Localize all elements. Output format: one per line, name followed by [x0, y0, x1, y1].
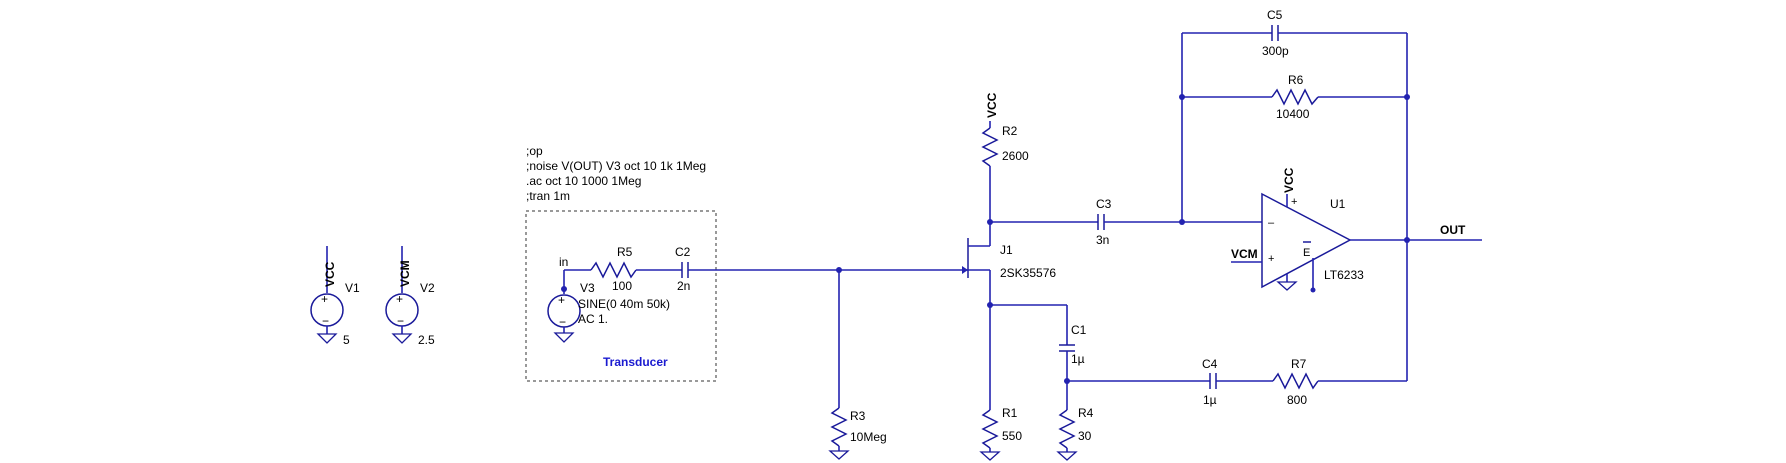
r6-name: R6	[1288, 73, 1304, 87]
svg-text:−: −	[397, 314, 404, 328]
v2-name: V2	[420, 281, 435, 295]
resistor-r1[interactable]: R1 550	[979, 406, 1022, 461]
capacitor-c2[interactable]: C2 2n	[675, 245, 691, 293]
resistor-r6[interactable]: R6 10400	[1271, 73, 1319, 121]
svg-text:−: −	[322, 314, 329, 328]
v3-value: SINE(0 40m 50k)	[578, 297, 670, 311]
directive-line-4: ;tran 1m	[526, 189, 570, 203]
directive-line-1: ;op	[526, 144, 543, 158]
r7-name: R7	[1291, 357, 1307, 371]
svg-text:−: −	[559, 315, 566, 329]
net-label-out: OUT	[1440, 223, 1466, 237]
c3-name: C3	[1096, 197, 1112, 211]
v3-name: V3	[580, 281, 595, 295]
svg-text:+: +	[321, 292, 328, 306]
u1-pin-plus: +	[1268, 253, 1274, 265]
j1-value: 2SK35576	[1000, 266, 1056, 280]
transducer-label: Transducer	[603, 355, 668, 369]
resistor-r2[interactable]: R2 2600	[981, 124, 1029, 167]
c5-name: C5	[1267, 8, 1283, 22]
c3-value: 3n	[1096, 233, 1109, 247]
voltage-source-v1[interactable]: + − VCC V1 5	[310, 246, 360, 347]
svg-text:+: +	[396, 292, 403, 306]
c1-value: 1µ	[1071, 352, 1085, 366]
r3-name: R3	[850, 409, 866, 423]
v1-value: 5	[343, 333, 350, 347]
v1-name: V1	[345, 281, 360, 295]
resistor-r5[interactable]: R5 100	[590, 245, 637, 293]
capacitor-c5[interactable]: C5 300p	[1262, 8, 1289, 58]
vcc-label-u1: VCC	[1282, 167, 1296, 193]
vcc-label-r2: VCC	[985, 92, 999, 118]
r7-value: 800	[1287, 393, 1307, 407]
r1-name: R1	[1002, 406, 1018, 420]
opamp-u1[interactable]: – + + E U1 LT6233	[1261, 192, 1364, 293]
r5-name: R5	[617, 245, 633, 259]
u1-pin-vplus: +	[1291, 196, 1297, 208]
directive-line-2: ;noise V(OUT) V3 oct 10 1k 1Meg	[526, 159, 706, 173]
v2-net-label: VCM	[398, 260, 412, 287]
c4-value: 1µ	[1203, 393, 1217, 407]
c2-value: 2n	[677, 279, 690, 293]
v1-net-label: VCC	[323, 261, 337, 287]
jfet-j1[interactable]: J1 2SK35576	[962, 222, 1056, 305]
r5-value: 100	[612, 279, 632, 293]
v3-ac-value: AC 1.	[578, 312, 608, 326]
spice-directives[interactable]: ;op ;noise V(OUT) V3 oct 10 1k 1Meg .ac …	[526, 144, 706, 203]
r3-value: 10Meg	[850, 430, 887, 444]
net-label-in: in	[559, 255, 568, 269]
resistor-r3[interactable]: R3 10Meg	[828, 407, 887, 460]
voltage-source-v3[interactable]: + − V3 SINE(0 40m 50k) AC 1.	[547, 270, 670, 343]
resistor-r4[interactable]: R4 30	[1056, 406, 1094, 461]
r4-name: R4	[1078, 406, 1094, 420]
r4-value: 30	[1078, 429, 1092, 443]
capacitor-c3[interactable]: C3 3n	[1096, 197, 1112, 247]
j1-name: J1	[1000, 243, 1013, 257]
c2-name: C2	[675, 245, 691, 259]
r6-value: 10400	[1276, 107, 1310, 121]
u1-name: U1	[1330, 197, 1346, 211]
resistor-r7[interactable]: R7 800	[1272, 357, 1319, 407]
v2-value: 2.5	[418, 333, 435, 347]
c5-value: 300p	[1262, 44, 1289, 58]
vcm-label-u1: VCM	[1231, 247, 1258, 261]
c4-name: C4	[1202, 357, 1218, 371]
r2-value: 2600	[1002, 149, 1029, 163]
c1-name: C1	[1071, 323, 1087, 337]
capacitor-c4[interactable]: C4 1µ	[1202, 357, 1218, 407]
u1-pin-minus: –	[1268, 217, 1275, 229]
r2-name: R2	[1002, 124, 1018, 138]
u1-value: LT6233	[1324, 268, 1364, 282]
voltage-source-v2[interactable]: + − VCM V2 2.5	[385, 246, 435, 347]
svg-text:+: +	[558, 293, 565, 307]
capacitor-c1[interactable]: C1 1µ	[1059, 323, 1087, 366]
r1-value: 550	[1002, 429, 1022, 443]
u1-pin-enable: E	[1303, 247, 1310, 259]
directive-line-3: .ac oct 10 1000 1Meg	[526, 174, 641, 188]
